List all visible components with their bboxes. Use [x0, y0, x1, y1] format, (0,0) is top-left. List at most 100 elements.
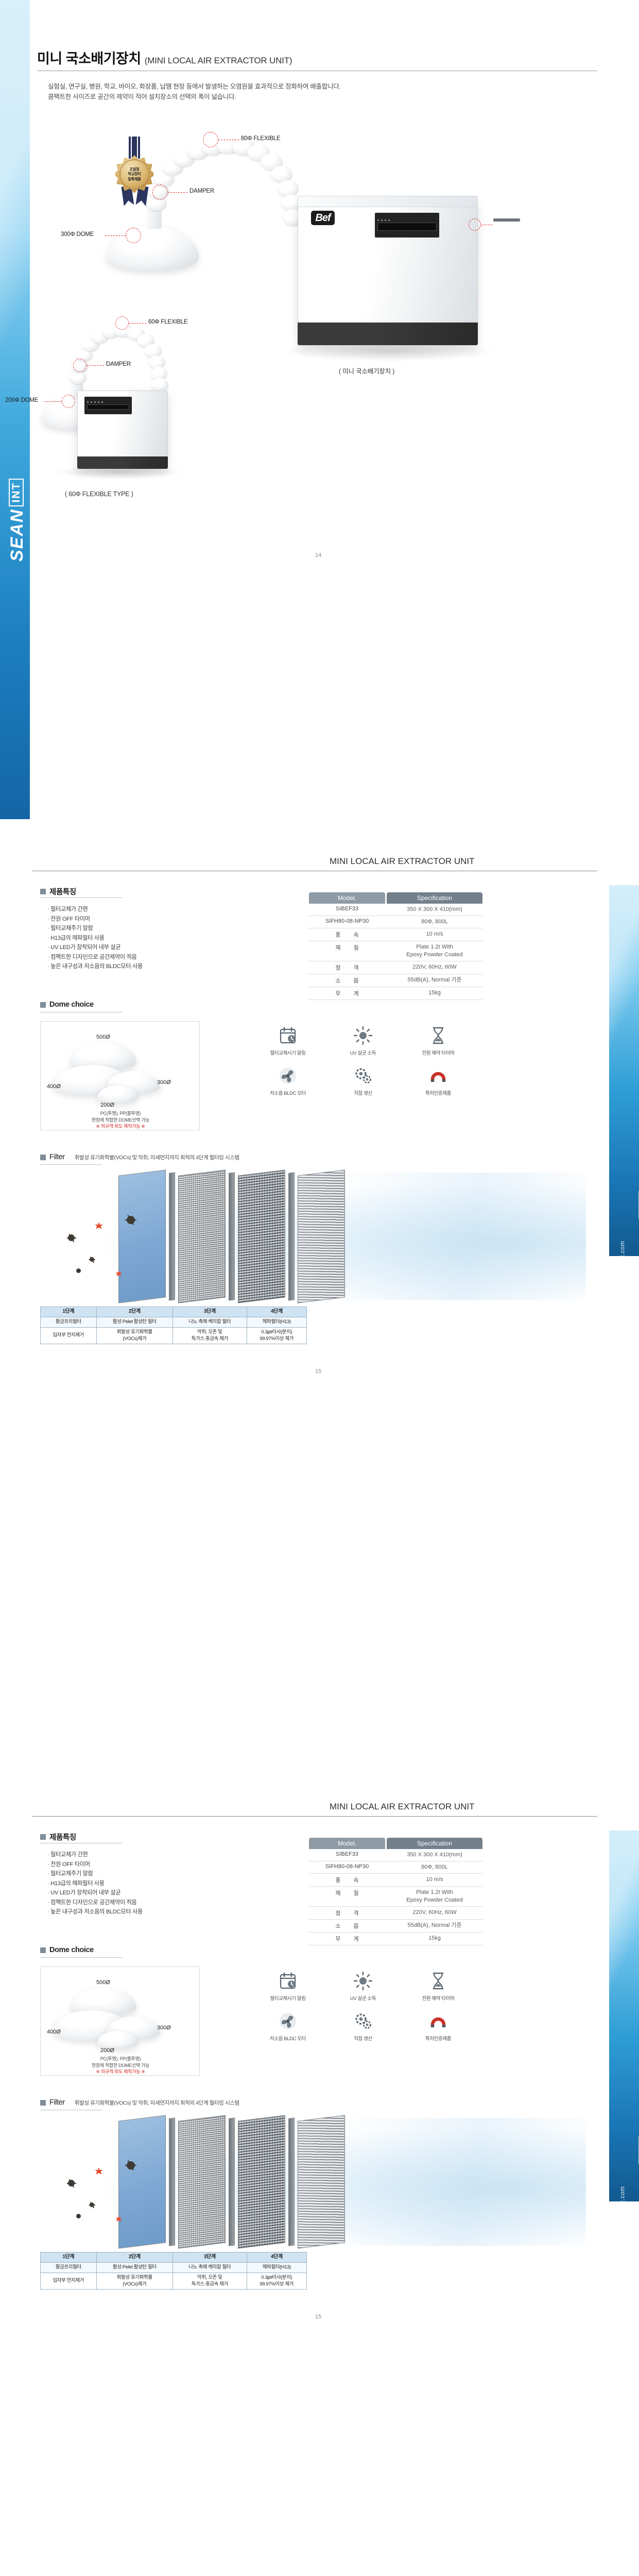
control-panel[interactable] [375, 213, 439, 238]
feature-item: 필터교체가 간편 [47, 1850, 202, 1860]
marker-dome200 [62, 395, 75, 408]
extractor-cabinet: Bef [298, 204, 478, 345]
catalog-page-cover: SEANINT 미니 국소배기장치(MINI LOCAL AIR EXTRACT… [0, 0, 639, 819]
contaminant-particle [76, 1268, 81, 1273]
hourglass-timer-icon [428, 1025, 448, 1046]
spec-value: 350 X 300 X 410(mm) [407, 1852, 462, 1858]
table-row: 입자부 먼지제거 휘발성 유기화학물 (VOCs)제거 악취, 오존 및 독가스… [40, 2273, 307, 2290]
filter-function: 휘발성 유기화학물 (VOCs)제거 [96, 2273, 173, 2290]
dome-choice-box-b: 500Ø 400Ø 300Ø 200Ø PC(투명), PP(불투명) 현장에 … [40, 1967, 200, 2076]
icon-caption: 저소음 BLDC 모터 [270, 2036, 306, 2042]
spec-model: SIFH80-08-NP30 [325, 1863, 369, 1870]
magnet-attract-icon [428, 2011, 448, 2031]
filter-plate-edge-2 [229, 1172, 235, 1301]
filter-function: 악취, 오존 및 독가스 중금속 제거 [172, 1327, 247, 1344]
dome-note-line-2: 현장에 적합한 DOME선택 가능 [91, 2062, 150, 2068]
filter-stage-header: 3단계 [172, 1307, 247, 1317]
bullet-square-icon [40, 1154, 46, 1160]
spec-value: 15kg [428, 1935, 441, 1941]
filter-function: 입자부 먼지제거 [40, 1327, 97, 1344]
section-rule-b [32, 1816, 597, 1817]
feature-item: 필터교체주기 알람 [47, 1869, 202, 1879]
icon-item: 전원 예약 타이머 [408, 1025, 469, 1058]
spec-model: 재 질 [335, 945, 365, 951]
award-badge: 조달청 학교장터 등록제품 [112, 137, 157, 205]
bef-logo: Bef [311, 211, 335, 225]
icon-caption: 직접 생산 [354, 2036, 372, 2042]
feature-item: 필터교체주기 알람 [47, 924, 202, 934]
features-block-title-a: 제품특징 [40, 886, 76, 897]
dome-underline-b [40, 1957, 123, 1958]
spec-header-spec-a: Specification [387, 892, 482, 904]
feature-item: H13급의 헤파필터 사용 [47, 1879, 202, 1889]
gears-icon [353, 1065, 373, 1086]
spec-model: 소 음 [335, 978, 365, 984]
feature-item: UV LED가 장착되어 내부 살균 [47, 943, 202, 953]
icon-caption: 필터교체시기 알림 [270, 1996, 306, 2002]
spine-url-b: www.seanint.com [619, 2186, 626, 2237]
filter-block-title-b: Filter 휘발성 유기화학물(VOCs) 및 악취, 미세먼지까지 최적의 … [40, 2098, 239, 2107]
bullet-square-icon [40, 1002, 46, 1008]
spec-value: 55dB(A), Normal 기준 [407, 977, 462, 983]
callout-flex60: 60Φ FLEXIBLE [148, 319, 188, 325]
filter-plate-edge-3 [288, 2117, 295, 2246]
dome-choice-box-a: 500Ø 400Ø 300Ø 200Ø PC(투명), PP(불투명) 현장에 … [40, 1021, 200, 1130]
callout-dome300: 300Φ DOME [61, 231, 94, 238]
filter-name: 황금프리필터 [40, 2262, 97, 2273]
hourglass-timer-icon [428, 1971, 448, 1991]
dome-label-400-a: 400Ø [47, 1083, 61, 1090]
features-title-b: 제품특징 [49, 1834, 76, 1842]
filter-plate-chemical [238, 2115, 285, 2249]
filter-plate-edge-2 [229, 2117, 235, 2246]
spec-model: SIBEF33 [335, 906, 359, 912]
uv-sun-icon [353, 1971, 373, 1991]
features-list-a: 필터교체가 간편 전원 OFF 타이머 필터교체주기 알람 H13급의 헤파필터… [47, 905, 202, 972]
dome-note-line-3: ※ 의규격 외도 제작가능 ※ [96, 2069, 145, 2074]
brand-name-a: SEAN [637, 1221, 639, 1274]
filter-plate-carbon [178, 1170, 226, 1303]
bullet-square-icon [40, 1834, 46, 1840]
brand-mark: INT [9, 478, 24, 506]
filter-stage-header: 1단계 [40, 1307, 97, 1317]
spine-brand-logo: SEANINT [7, 478, 27, 562]
catalog-page-spec-b: SEANINT www.seanint.com MINI LOCAL AIR E… [0, 1765, 639, 2576]
dome-block-title-b: Dome choice [40, 1946, 94, 1954]
dome-300-neck [145, 210, 162, 229]
filter-function: 입자부 먼지제거 [40, 2273, 97, 2290]
contaminant-particle [68, 1234, 75, 1241]
filter-name: 헤파필터(H13) [246, 2262, 307, 2273]
filter-plate-carbon [178, 2115, 226, 2249]
callout-damper-bottom: DAMPER [106, 361, 131, 367]
dome-200-shape [97, 2031, 137, 2048]
spec-header-row-b: Model. Specification [309, 1838, 482, 1849]
spec-model: 정 격 [335, 1910, 365, 1917]
icon-caption: UV 살균 소독 [350, 1050, 376, 1056]
spec-header-model-b: Model. [309, 1838, 385, 1849]
small-control-panel[interactable] [84, 397, 132, 414]
dome-note-line-3: ※ 의규격 외도 제작가능 ※ [96, 1124, 145, 1129]
fan-icon [278, 1065, 298, 1086]
filter-name: 나노 촉매 케미칼 필터 [172, 1317, 247, 1328]
callout-damper-top: DAMPER [189, 188, 215, 194]
badge-line-1: 조달청 [129, 166, 140, 172]
page-title: 미니 국소배기장치(MINI LOCAL AIR EXTRACTOR UNIT) [37, 47, 593, 67]
bullet-square-icon [40, 2099, 46, 2106]
icon-caption: 필터교체시기 알림 [270, 1050, 306, 1056]
filter-function: 0.3㎛이사(분지) 99.97%이상 제거 [246, 2273, 307, 2290]
cabinet-base [298, 323, 478, 345]
right-blue-spine-a [609, 885, 639, 1256]
dome-label-400-b: 400Ø [47, 2029, 61, 2035]
spec-value: 220V, 60Hz, 60W [412, 964, 457, 970]
dome-label-500-b: 500Ø [96, 1979, 110, 1986]
description-line-2: 콤팩트한 사이즈로 공간의 제약이 적어 설치장소의 선택의 폭이 넓습니다. [48, 93, 236, 100]
icon-item: 저소음 BLDC 모터 [257, 2011, 318, 2044]
spine-brand-logo-b: SEANINT [637, 2136, 639, 2219]
feature-item: H13급의 헤파필터 사용 [47, 934, 202, 943]
lead-damper-top [168, 192, 187, 193]
icon-item: 특허인증제품 [408, 1065, 469, 1098]
